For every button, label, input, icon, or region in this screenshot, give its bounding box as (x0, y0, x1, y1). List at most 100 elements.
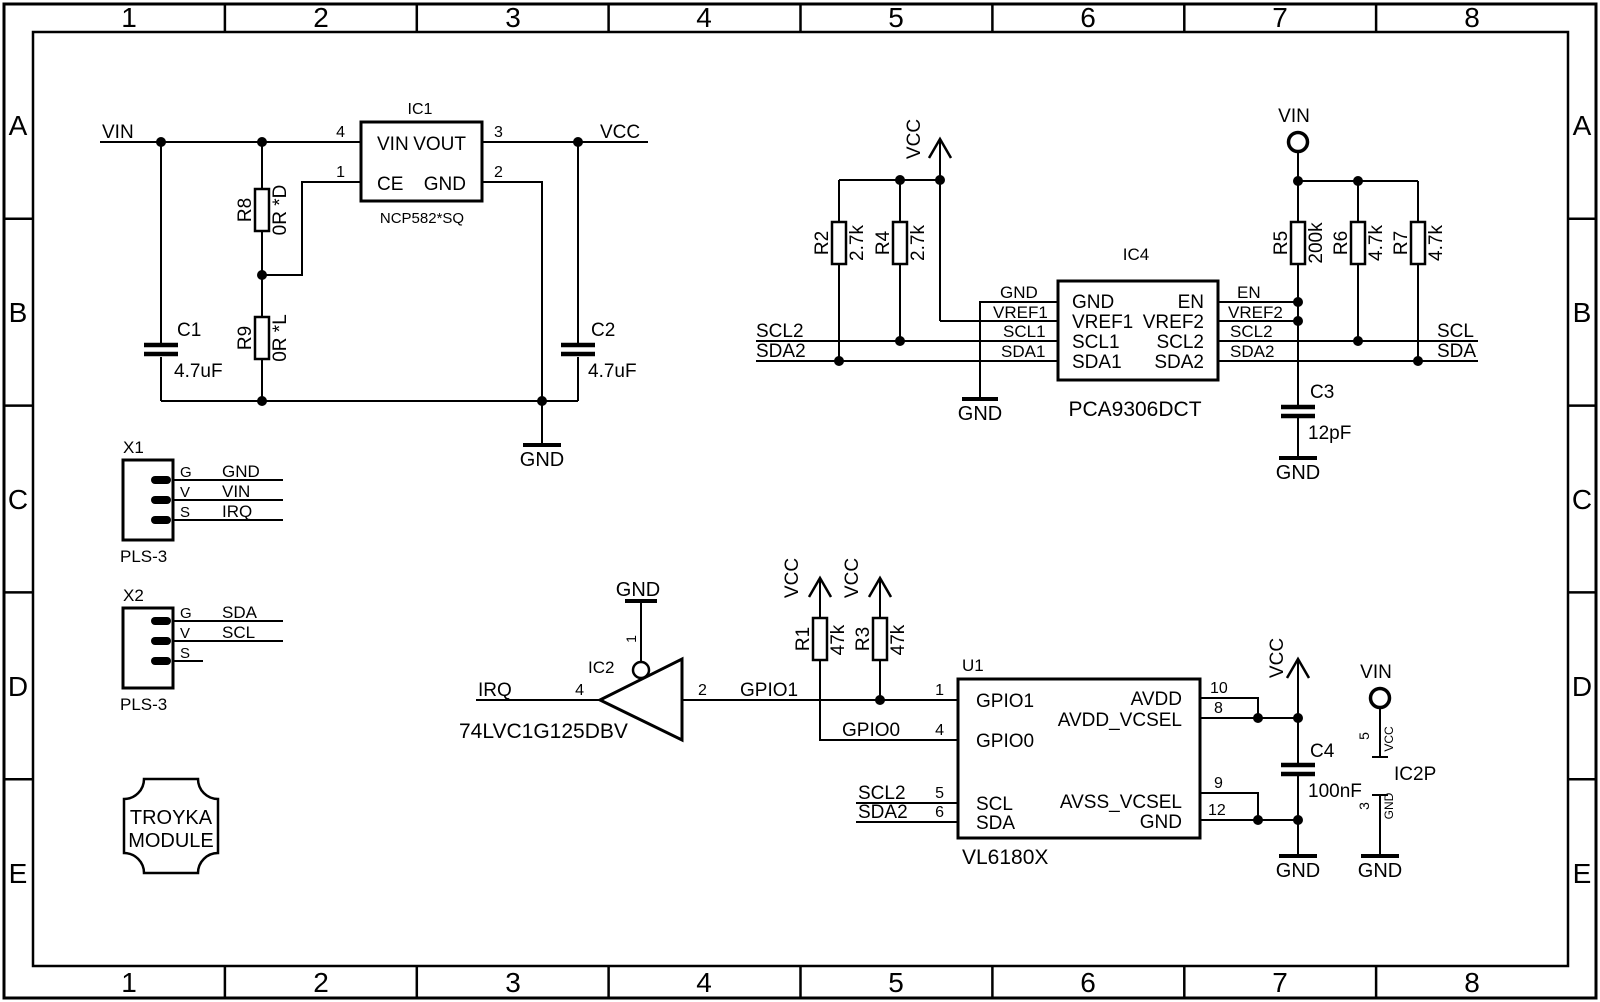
ic1-pin-gnd: GND (424, 174, 466, 195)
grid-label-row: C (8, 484, 28, 515)
pin-number-4: 4 (336, 124, 345, 141)
badge-outline (122, 777, 220, 875)
net-label-sda: SDA (222, 603, 258, 622)
junction-dot (573, 137, 583, 147)
x2-part-name: PLS-3 (120, 695, 167, 714)
power-pins-section: VIN 5 VCC IC2P 3 GND GND (1356, 662, 1436, 882)
ic1-pin-ce: CE (377, 174, 403, 195)
x2-pin-letter-g: G (180, 605, 192, 622)
r4-value: 2.7k (908, 225, 929, 261)
x1-pin-letter-s: S (180, 504, 190, 521)
x2-ref: X2 (123, 586, 144, 605)
pin-number-6: 6 (935, 804, 944, 821)
buffer-section: GND 1 IC2 IRQ 4 2 GPIO1 74LVC1G125DBV (459, 579, 958, 743)
r5-value: 200k (1306, 222, 1327, 264)
ic1-part-name: NCP582*SQ (380, 210, 464, 227)
net-label-sda2: SDA2 (858, 802, 908, 823)
net-label-irq: IRQ (478, 680, 512, 701)
junction-dot (1353, 336, 1363, 346)
net-label-scl2: SCL2 (756, 321, 804, 342)
junction-dot (1253, 815, 1263, 825)
c4-ref: C4 (1310, 741, 1335, 762)
wire (979, 301, 1058, 399)
ic2-part-name: 74LVC1G125DBV (459, 720, 628, 743)
resistor-r8 (253, 187, 271, 233)
wire (1218, 301, 1478, 362)
ic2p-ref: IC2P (1394, 764, 1436, 785)
ic4-pin-scl1: SCL1 (1072, 332, 1120, 353)
junction-dot (895, 175, 905, 185)
grid-label-row: E (9, 858, 28, 889)
net-label-irq: IRQ (222, 502, 252, 521)
wire (1372, 708, 1388, 856)
r3-value: 47k (888, 624, 909, 655)
grid-tick (223, 966, 1378, 998)
vcc-label: VCC (904, 119, 925, 159)
wire (1200, 697, 1298, 821)
ic4-pin-sda1: SDA1 (1072, 352, 1122, 373)
vcc-label: VCC (782, 558, 803, 598)
junction-dot (1293, 815, 1303, 825)
grid-label-col: 2 (313, 2, 329, 33)
u1-pin-gnd: GND (1140, 812, 1182, 833)
r1-value: 47k (828, 624, 849, 655)
junction-dot (1413, 356, 1423, 366)
u1-pin-avdd: AVDD (1131, 689, 1182, 710)
grid-label-col: 1 (121, 2, 137, 33)
grid-tick (4, 217, 33, 781)
u1-pin-scl: SCL (976, 794, 1013, 815)
r2-value: 2.7k (847, 225, 868, 261)
c1-ref: C1 (177, 320, 201, 341)
net-label-scl: SCL (1437, 321, 1474, 342)
net-label-vin: VIN (1360, 662, 1392, 683)
u1-part-name: VL6180X (962, 846, 1048, 869)
junction-dot (935, 175, 945, 185)
wire-label-sda2: SDA2 (1230, 342, 1274, 361)
gnd-label: GND (1276, 462, 1320, 484)
ic4-pin-sda2: SDA2 (1154, 352, 1204, 373)
c3-ref: C3 (1310, 382, 1334, 403)
connector-x1: X1 G V S GND VIN IRQ PLS-3 (120, 438, 283, 566)
connector-x2: X2 G V S SDA SCL PLS-3 (120, 586, 283, 714)
ic2-ref: IC2 (588, 658, 614, 677)
pin-mark-icon (151, 516, 171, 524)
ic2p-pin-gnd: GND (1382, 792, 1396, 819)
net-label-sda: SDA (1437, 341, 1476, 362)
net-label-vin: VIN (222, 482, 250, 501)
r4-ref: R4 (873, 230, 894, 255)
net-label-gpio0: GPIO0 (842, 720, 900, 741)
net-label-sda2: SDA2 (756, 341, 806, 362)
grid-label-row: D (8, 671, 28, 702)
net-label-gpio1: GPIO1 (740, 680, 798, 701)
junction-dot (1353, 176, 1363, 186)
pin-number-10: 10 (1210, 680, 1228, 697)
grid-tick (223, 4, 1378, 32)
x1-pin-letter-v: V (180, 484, 190, 501)
c4-value: 100nF (1308, 781, 1362, 802)
gnd-label: GND (958, 403, 1002, 425)
resistor-r1 (811, 616, 829, 662)
r8-value: 0R *D (270, 185, 291, 236)
gnd-label: GND (1358, 860, 1402, 882)
ic4-pin-vref1: VREF1 (1072, 312, 1133, 333)
badge-line1: TROYKA (130, 807, 213, 829)
resistor-r7 (1409, 220, 1427, 266)
r9-ref: R9 (235, 326, 256, 350)
grid-label-row: C (1572, 484, 1592, 515)
r8-ref: R8 (235, 198, 256, 222)
r7-value: 4.7k (1426, 225, 1447, 261)
junction-dot (1253, 713, 1263, 723)
wire-label-vref1: VREF1 (993, 303, 1048, 322)
grid-label-col: 5 (888, 967, 904, 998)
wire (173, 479, 283, 521)
c2-value: 4.7uF (588, 361, 637, 382)
pin-number-1: 1 (336, 164, 345, 181)
vcc-label: VCC (1267, 638, 1288, 678)
junction-dot (1293, 176, 1303, 186)
net-label-vcc: VCC (600, 122, 640, 143)
grid-label-col: 4 (696, 2, 712, 33)
u1-pin-avdd-vcsel: AVDD_VCSEL (1058, 710, 1182, 731)
wire-label-en: EN (1237, 283, 1261, 302)
r6-value: 4.7k (1366, 225, 1387, 261)
